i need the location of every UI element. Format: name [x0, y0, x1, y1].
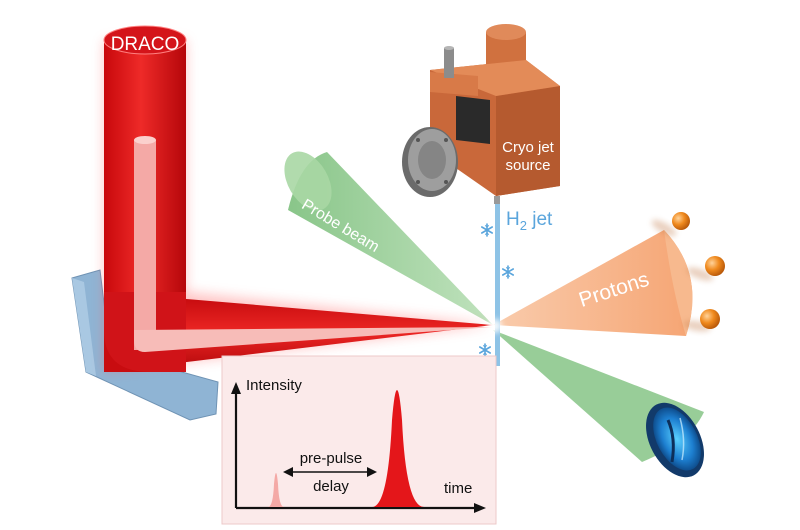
proton-ball-icon	[683, 309, 720, 332]
snowflake-icon	[501, 265, 515, 279]
cryo-jet-source: Cryo jet source	[402, 24, 560, 204]
snowflake-icon	[480, 223, 494, 237]
prepulse-beam	[134, 136, 493, 352]
h2-jet-label: H2 jet	[506, 209, 553, 233]
source-label-line-1: Cryo jet	[502, 139, 555, 156]
prepulse-label-line-2: delay	[313, 478, 349, 495]
prepulse-label-line-1: pre-pulse	[300, 450, 363, 467]
focus-spot	[488, 319, 502, 333]
laser-label: DRACO	[111, 34, 180, 55]
snowflake-icon	[478, 343, 492, 357]
detector-screen	[646, 402, 704, 478]
prepulse-peak	[268, 473, 284, 507]
proton-ball-icon	[651, 212, 690, 237]
probe-beam-cone	[284, 151, 493, 325]
source-label-line-2: source	[505, 157, 550, 174]
mirror-plate	[71, 269, 219, 421]
proton-particles	[651, 212, 725, 332]
y-axis-label: Intensity	[246, 377, 302, 394]
intensity-inset: Intensity time pre-pulse delay	[221, 355, 497, 525]
protons-cone	[493, 230, 693, 336]
x-axis-label: time	[444, 480, 472, 497]
proton-ball-icon	[686, 256, 725, 281]
h2-jet	[478, 204, 515, 366]
main-pulse-peak	[372, 390, 424, 507]
